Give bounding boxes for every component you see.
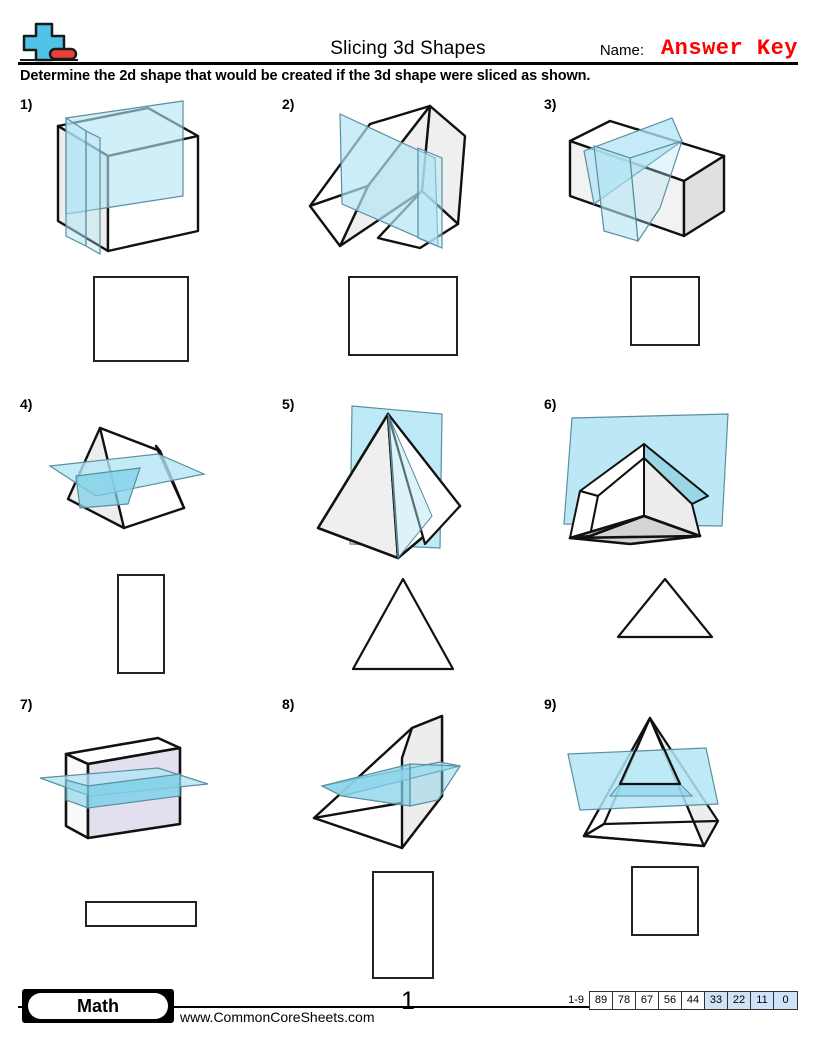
problem-grid: 1) 2) xyxy=(0,96,816,986)
answer-area-1 xyxy=(8,276,274,367)
answer-area-4 xyxy=(8,574,274,679)
answer-area-3 xyxy=(532,276,798,351)
score-cell: 89 xyxy=(590,991,613,1009)
answer-shape-rectangle xyxy=(348,276,458,356)
answer-area-5 xyxy=(270,574,536,679)
figure-tilted-prism-vertical-slice xyxy=(270,96,536,281)
problem-number: 8) xyxy=(282,696,295,712)
answer-shape-triangle xyxy=(616,577,714,639)
score-scale: 1-9 89 78 67 56 44 33 22 11 0 xyxy=(568,990,798,1010)
page-header: Slicing 3d Shapes Name: Answer Key Deter… xyxy=(0,0,816,84)
page-title: Slicing 3d Shapes xyxy=(330,38,486,59)
score-cell: 67 xyxy=(636,991,659,1009)
score-cell: 0 xyxy=(774,991,797,1009)
problem-number: 9) xyxy=(544,696,557,712)
answer-area-2 xyxy=(270,276,536,361)
score-cell: 78 xyxy=(613,991,636,1009)
answer-shape-rectangle xyxy=(117,574,165,674)
problem-number: 6) xyxy=(544,396,557,412)
answer-shape-square xyxy=(631,866,699,936)
subject-badge: Math xyxy=(22,989,174,1023)
footer-divider xyxy=(18,1006,798,1008)
figure-long-prism-vertical-slice xyxy=(532,96,798,281)
header-divider xyxy=(18,62,798,65)
figure-pyramid-horizontal-slice xyxy=(532,696,798,881)
figure-cube-vertical-slice xyxy=(8,96,274,281)
figure-box-horizontal-slice xyxy=(8,696,274,881)
instructions-text: Determine the 2d shape that would be cre… xyxy=(20,68,591,84)
answer-area-8 xyxy=(270,871,536,984)
answer-area-7 xyxy=(8,901,274,932)
answer-shape-square xyxy=(93,276,189,362)
answer-area-9 xyxy=(532,866,798,941)
score-scale-label: 1-9 xyxy=(568,993,584,1006)
problem-number: 4) xyxy=(20,396,33,412)
figure-slanted-prism-horizontal-slice xyxy=(270,696,536,881)
score-cell: 44 xyxy=(682,991,705,1009)
page-footer: Math www.CommonCoreSheets.com 1 1-9 89 7… xyxy=(0,987,816,1056)
subject-badge-label: Math xyxy=(28,993,168,1019)
answer-shape-square xyxy=(630,276,700,346)
answer-shape-rectangle xyxy=(372,871,434,979)
name-label: Name: xyxy=(599,42,644,59)
score-cell: 11 xyxy=(751,991,774,1009)
page-number: 1 xyxy=(401,987,415,1015)
problem-number: 2) xyxy=(282,96,295,112)
figure-triangular-prism-horizontal-slice xyxy=(8,396,274,581)
problem-number: 1) xyxy=(20,96,33,112)
site-url-link[interactable]: www.CommonCoreSheets.com xyxy=(180,1009,375,1025)
problem-number: 3) xyxy=(544,96,557,112)
problem-number: 7) xyxy=(20,696,33,712)
score-scale-cells: 89 78 67 56 44 33 22 11 0 xyxy=(589,990,798,1010)
plus-minus-logo-icon xyxy=(18,22,80,62)
figure-tetrahedron-vertical-slice xyxy=(532,396,798,581)
answer-shape-triangle xyxy=(351,577,455,671)
figure-pyramid-vertical-slice xyxy=(270,396,536,581)
score-cell: 33 xyxy=(705,991,728,1009)
answer-key-label: Answer Key xyxy=(660,36,798,61)
score-cell: 56 xyxy=(659,991,682,1009)
problem-number: 5) xyxy=(282,396,295,412)
answer-shape-rectangle xyxy=(85,901,197,927)
score-cell: 22 xyxy=(728,991,751,1009)
answer-area-6 xyxy=(532,574,798,647)
